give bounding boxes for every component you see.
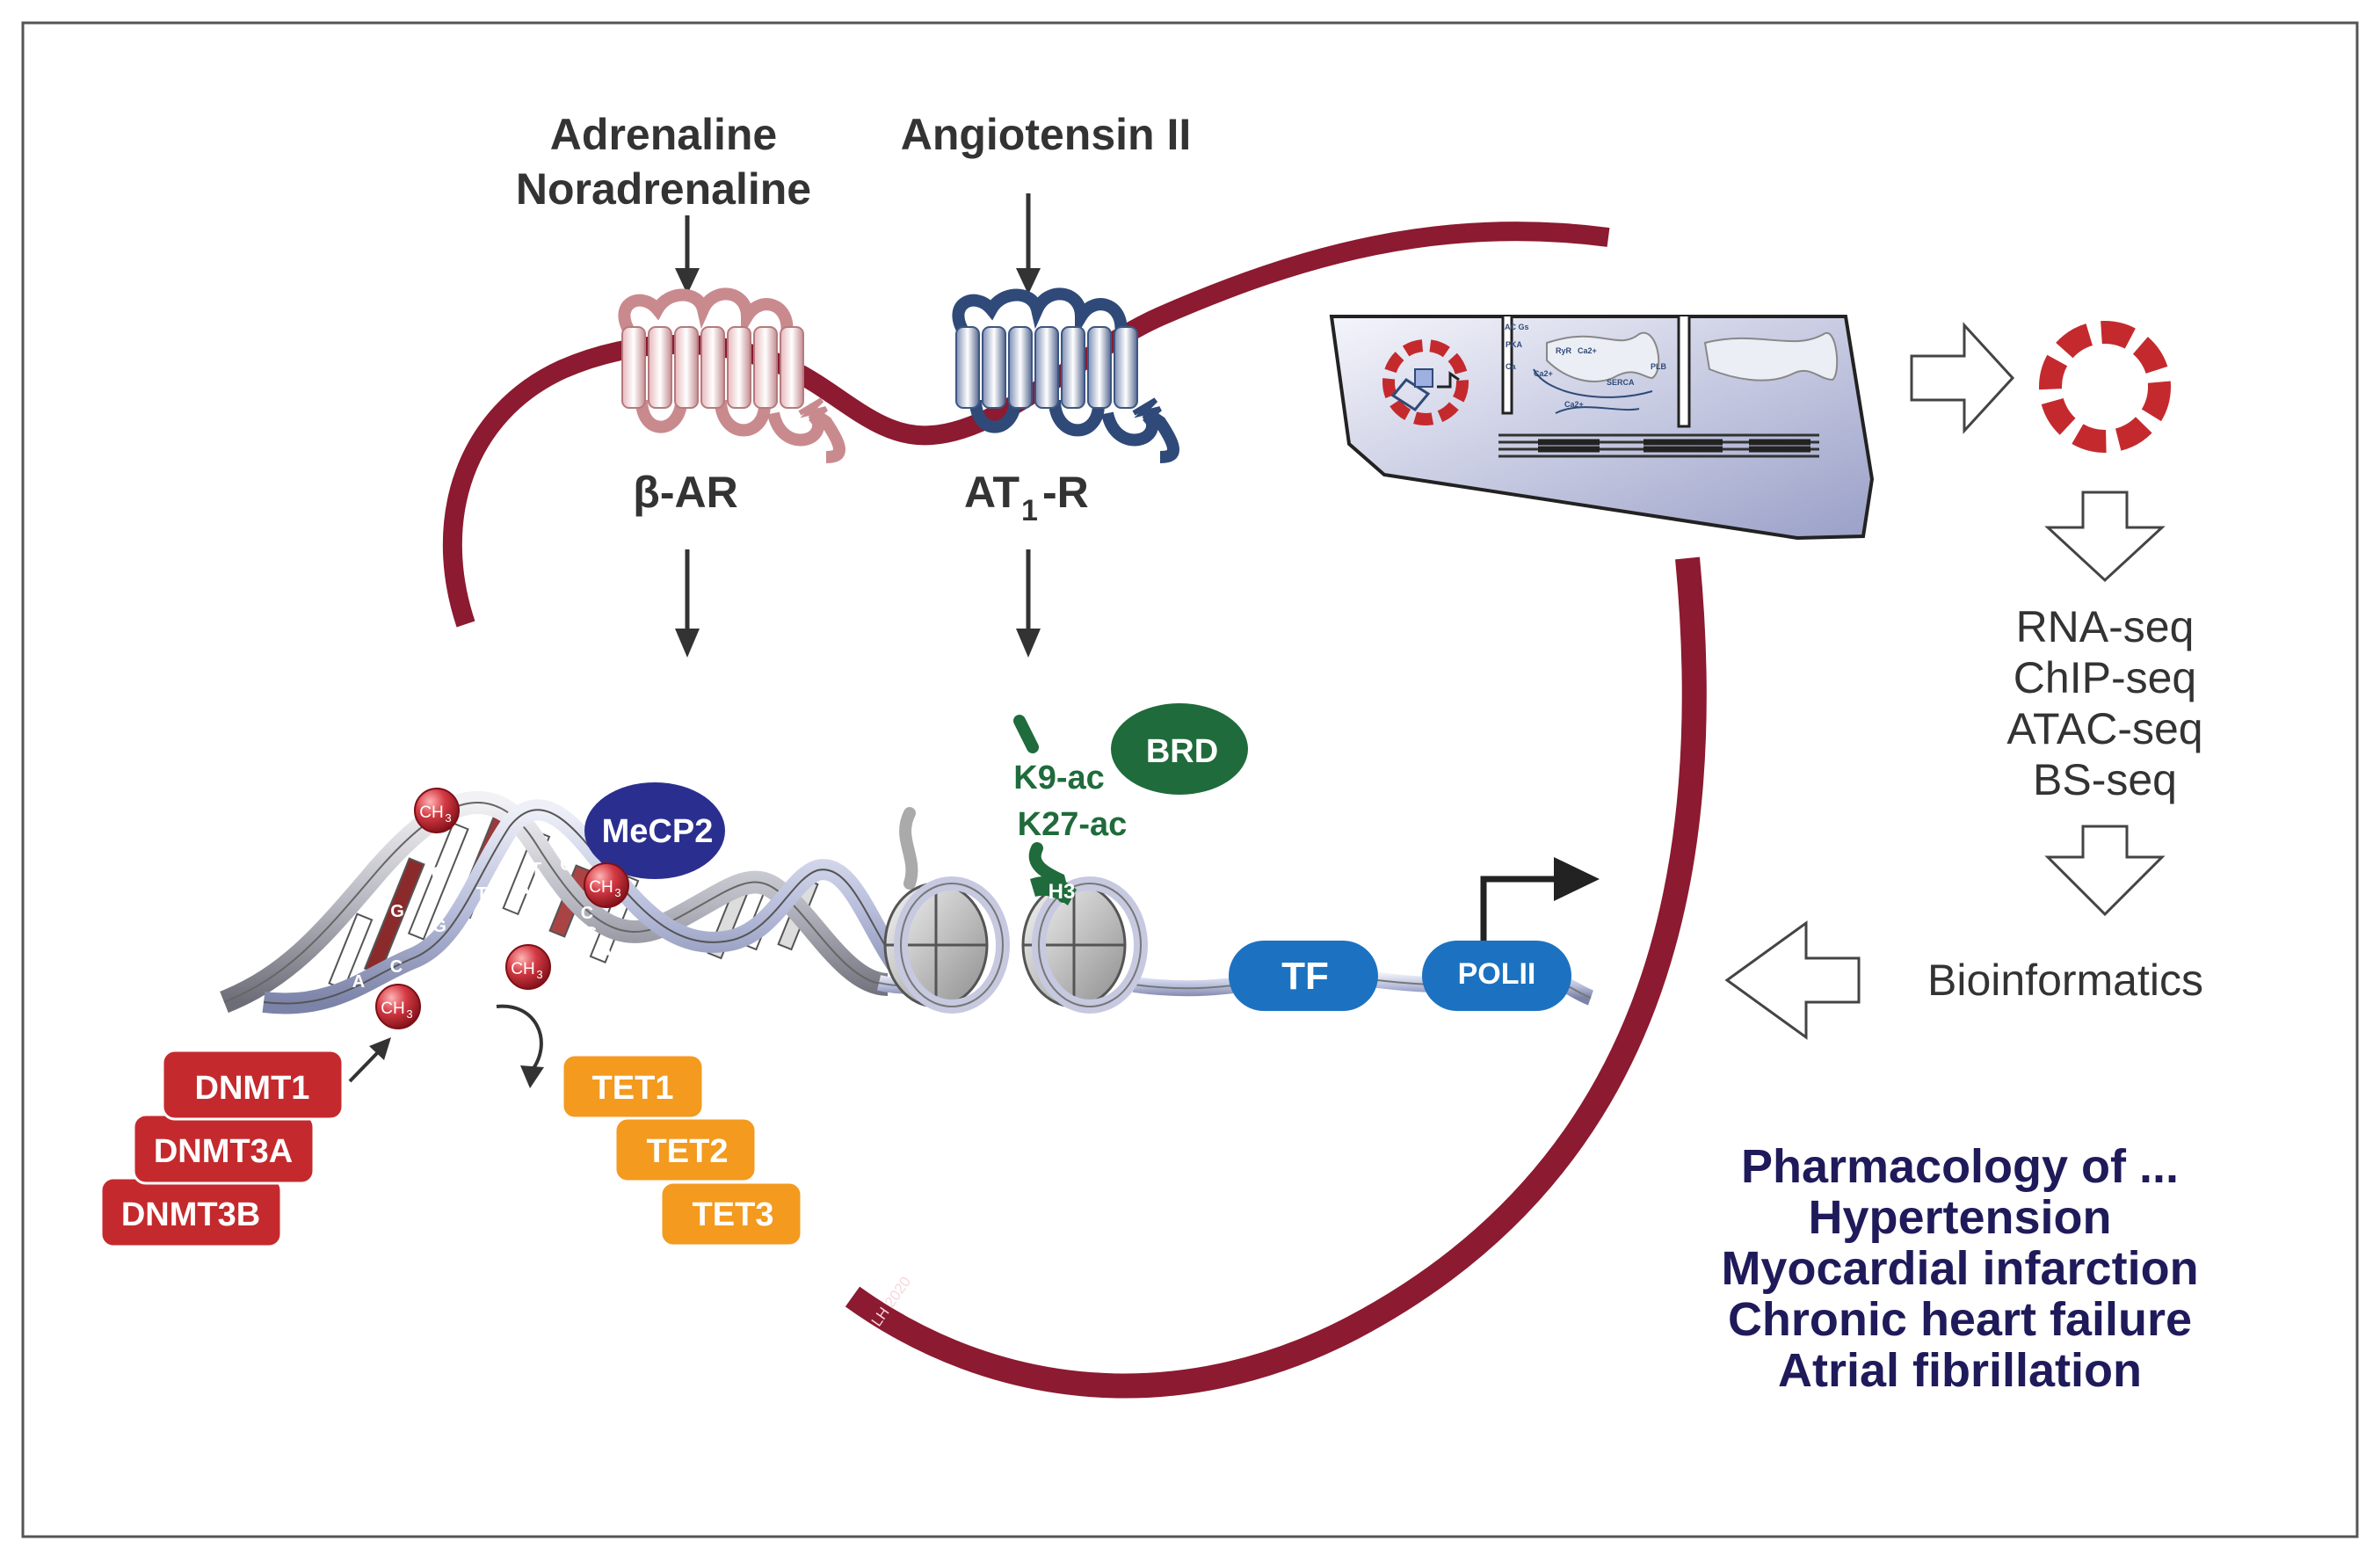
methyl-label: CH xyxy=(511,960,534,978)
label-mecp2: MeCP2 xyxy=(602,813,714,850)
ligand-adrenaline: Adrenaline xyxy=(550,110,777,159)
transcription-arrowhead xyxy=(1554,857,1600,901)
pharmacology-item-chf: Chronic heart failure xyxy=(1728,1293,2192,1346)
arrowhead-beta-ar xyxy=(675,629,700,658)
label-brd: BRD xyxy=(1146,733,1218,770)
workflow-arrow-right xyxy=(1910,322,2015,434)
dna-base-letter: T xyxy=(346,943,357,963)
at1-receptor-icon xyxy=(952,287,1179,463)
dna-base-letter: G xyxy=(584,924,598,943)
brd-reader xyxy=(1111,703,1248,795)
label-dnmt3b: DNMT3B xyxy=(121,1196,260,1233)
histone-mark-k9: K9-ac xyxy=(1013,760,1105,796)
cell-label-ca-c: Ca2+ xyxy=(1564,400,1584,409)
isolated-nucleus-icon xyxy=(2039,321,2171,453)
label-dnmt3a: DNMT3A xyxy=(154,1133,293,1170)
beta-ar-receptor-icon xyxy=(618,287,845,463)
cell-label-serca: SERCA xyxy=(1607,378,1635,387)
methyl-subscript: 3 xyxy=(406,1007,412,1021)
dnmt1-box xyxy=(161,1049,345,1121)
nucleosome-1-icon xyxy=(883,807,1010,1014)
label-tet1: TET1 xyxy=(592,1070,674,1107)
method-atac-seq: ATAC-seq xyxy=(2006,704,2202,753)
methyl-subscript: 3 xyxy=(536,968,542,981)
arrow-dnmt-to-methyl xyxy=(348,1049,381,1083)
ligand-angiotensin: Angiotensin II xyxy=(901,110,1192,159)
transcription-start-arrow xyxy=(1480,876,1556,941)
cell-label-plb: PLB xyxy=(1651,362,1667,371)
workflow-arrow-down-1 xyxy=(2044,491,2166,583)
dna-base-letter: C xyxy=(541,899,553,919)
label-dnmt1: DNMT1 xyxy=(195,1070,310,1107)
cell-label-ryr: RyR xyxy=(1556,346,1572,355)
dna-double-helix: C C G G T T A A T G C C G A xyxy=(220,790,914,1014)
polii-box xyxy=(1422,941,1571,1011)
methyl-group-3: CH 3 xyxy=(505,944,551,990)
pharmacology-item-hypertension: Hypertension xyxy=(1808,1191,2111,1244)
dna-base-letter: T xyxy=(476,884,487,904)
method-bs-seq: BS-seq xyxy=(2033,755,2177,804)
cardiomyocyte-cell-icon: AC Gs PKA Ca RyR Ca2+ Ca2+ Ca2+ SERCA PL… xyxy=(1329,315,1875,541)
label-at1-subscript: 1 xyxy=(1021,494,1038,527)
arrowhead-dnmt xyxy=(369,1037,391,1060)
label-beta-ar: β-AR xyxy=(633,468,737,517)
label-h3: H3 xyxy=(1049,880,1076,904)
pharmacology-heading: Pharmacology of ... xyxy=(1741,1140,2179,1193)
label-tf: TF xyxy=(1281,955,1329,998)
arrow-methyl-to-tet xyxy=(496,1004,543,1072)
cell-label-ca-a: Ca2+ xyxy=(1578,346,1597,355)
label-polii: POLII xyxy=(1458,957,1536,991)
label-tet2: TET2 xyxy=(647,1133,729,1170)
cell-label-pka: PKA xyxy=(1506,340,1523,349)
arrowhead-angiotensin xyxy=(1016,268,1041,294)
ligand-noradrenaline: Noradrenaline xyxy=(516,164,811,214)
mecp2-reader xyxy=(584,782,725,879)
dna-base-letter: A xyxy=(600,943,613,963)
tf-box xyxy=(1229,941,1378,1011)
cell-label-ca-b: Ca2+ xyxy=(1534,369,1553,378)
methyl-subscript: 3 xyxy=(614,886,620,899)
methyl-group-2: CH 3 xyxy=(584,862,629,908)
label-at1-main: AT xyxy=(964,468,1019,517)
methyl-group-4: CH 3 xyxy=(375,984,421,1029)
methyl-label: CH xyxy=(419,803,443,822)
cell-label-ca-channel: Ca xyxy=(1506,362,1516,371)
label-at1-tail: -R xyxy=(1042,468,1089,517)
cell-label-ac-gs: AC Gs xyxy=(1505,323,1529,331)
dna-base-letter: A xyxy=(352,972,365,992)
cell-membrane-upper xyxy=(442,222,1610,628)
methyl-group-1: CH 3 xyxy=(414,788,460,833)
histone-mark-k27: K27-ac xyxy=(1018,806,1128,843)
dna-base-letter: T xyxy=(531,860,541,879)
methyl-subscript: 3 xyxy=(445,811,451,825)
dna-base-letter: G xyxy=(390,902,404,921)
label-tet3: TET3 xyxy=(693,1196,774,1233)
dna-base-letter: G xyxy=(432,917,446,936)
dna-base-letter: C xyxy=(390,957,403,977)
arrowhead-adrenaline xyxy=(675,268,700,294)
tet1-box xyxy=(561,1053,705,1120)
workflow-arrow-down-2 xyxy=(2044,825,2166,917)
pharmacology-item-mi: Myocardial infarction xyxy=(1721,1242,2198,1295)
arrowhead-at1 xyxy=(1016,629,1041,658)
methyl-label: CH xyxy=(589,878,613,897)
dna-base-letter: G xyxy=(560,855,574,875)
nucleosome-2-icon xyxy=(1013,715,1148,1014)
label-bioinformatics: Bioinformatics xyxy=(1927,956,2203,1005)
method-rna-seq: RNA-seq xyxy=(2016,602,2195,651)
methyl-label: CH xyxy=(381,1000,404,1018)
workflow-arrow-left xyxy=(1724,920,1861,1040)
pharmacology-item-af: Atrial fibrillation xyxy=(1778,1344,2142,1397)
method-chip-seq: ChIP-seq xyxy=(2014,653,2196,702)
figure-border xyxy=(21,21,2359,1538)
cell-membrane-lower xyxy=(845,556,1707,1399)
dna-base-letter: C xyxy=(581,904,593,923)
dna-base-letter: A xyxy=(519,882,531,901)
arrowhead-tet xyxy=(520,1065,544,1088)
dna-base-letter: C xyxy=(432,864,444,883)
